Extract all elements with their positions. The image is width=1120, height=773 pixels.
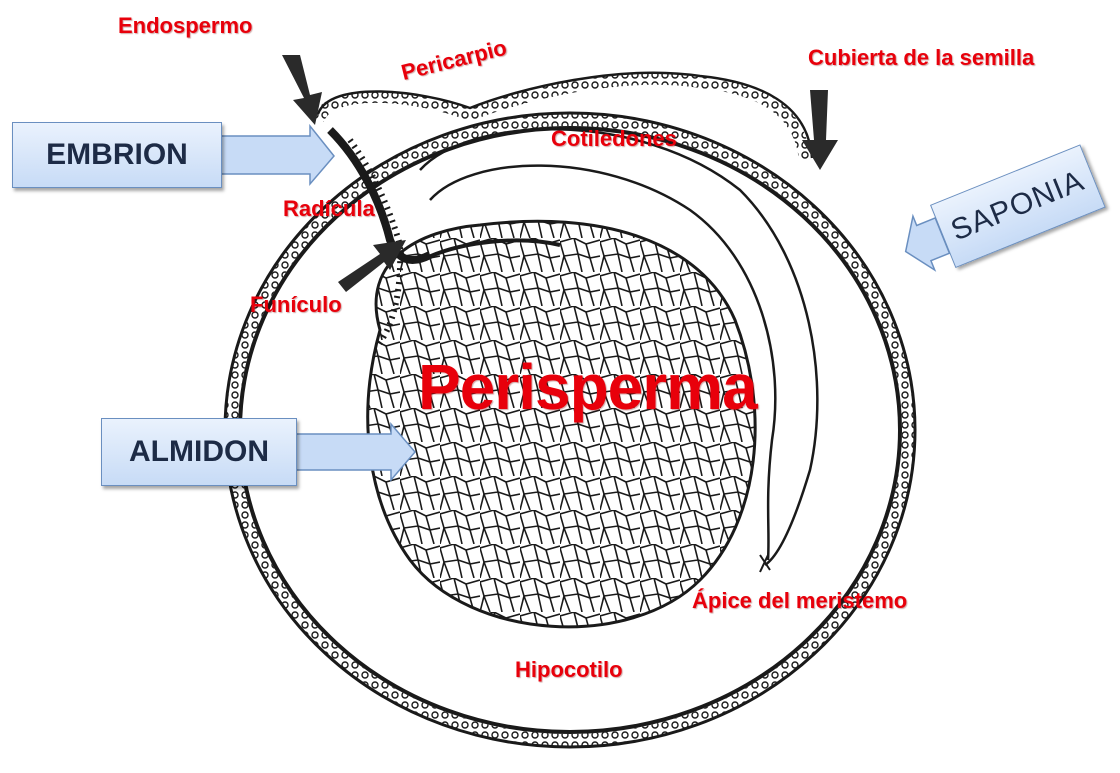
funiculo-label: Funículo — [250, 292, 342, 318]
hipocotilo-label: Hipocotilo — [515, 657, 623, 683]
embrion-label: EMBRION — [12, 122, 222, 188]
perisperm — [368, 221, 755, 627]
almidon-label: ALMIDON — [101, 418, 297, 486]
radicula-label: Radícula — [283, 196, 375, 222]
apice-label: Ápice del meristemo — [692, 588, 907, 614]
endospermo-label: Endospermo — [118, 13, 252, 39]
cubierta-label: Cubierta de la semilla — [808, 45, 1034, 71]
perisperma-label: Perisperma — [418, 350, 757, 424]
cotiledones-label: Cotiledones — [551, 126, 677, 152]
